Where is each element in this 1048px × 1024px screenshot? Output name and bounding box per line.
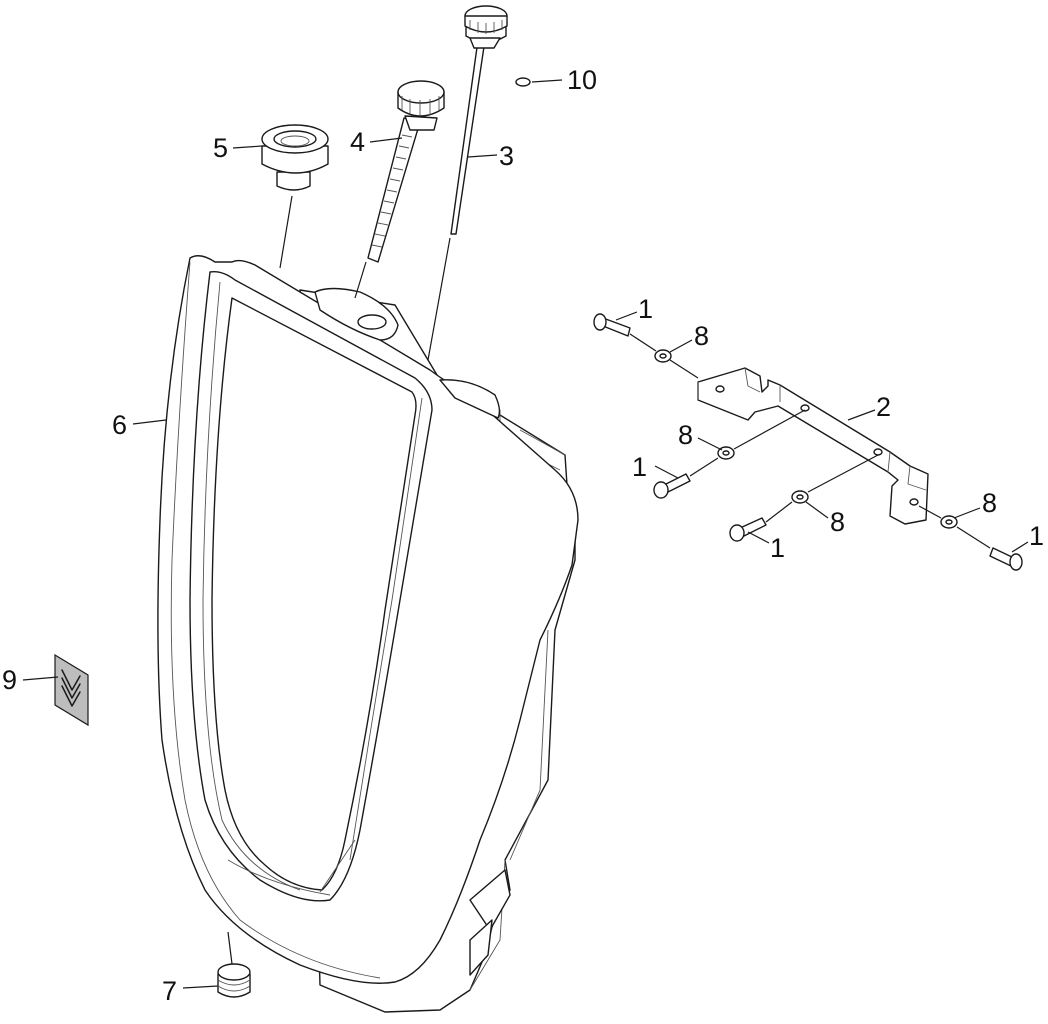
screw-icon [729, 517, 767, 542]
callout-labels: 1 1 1 1 2 3 4 5 6 7 8 8 8 8 9 10 [2, 65, 1044, 1006]
bolt-with-knob-icon [367, 80, 445, 263]
dipstick-icon [450, 5, 508, 235]
callout-label: 10 [567, 65, 597, 95]
callout-label: 2 [876, 392, 891, 422]
drain-plug-icon [217, 963, 251, 998]
screw-icon [593, 313, 631, 337]
washer-icon [654, 349, 672, 363]
o-ring-icon [515, 77, 531, 87]
callout-label: 1 [632, 452, 647, 482]
callout-label: 8 [830, 507, 845, 537]
callout-label: 1 [638, 294, 653, 324]
washer-icon [940, 515, 958, 529]
callout-label: 9 [2, 665, 17, 695]
callout-label: 8 [678, 420, 693, 450]
callout-label: 8 [982, 488, 997, 518]
screw-icon [653, 473, 691, 499]
callout-label: 7 [162, 976, 177, 1006]
callout-label: 1 [770, 533, 785, 563]
filler-cap-icon [261, 124, 329, 191]
callout-label: 1 [1029, 521, 1044, 551]
screw-icon [989, 547, 1023, 571]
warning-label-icon [54, 653, 89, 727]
callout-label: 5 [213, 133, 228, 163]
tank-housing-icon [157, 255, 579, 1013]
callout-label: 3 [499, 141, 514, 171]
callout-label: 8 [694, 321, 709, 351]
mounting-bracket-icon [697, 367, 929, 525]
washer-icon [791, 490, 809, 504]
callout-label: 6 [112, 410, 127, 440]
callout-label: 4 [350, 127, 365, 157]
